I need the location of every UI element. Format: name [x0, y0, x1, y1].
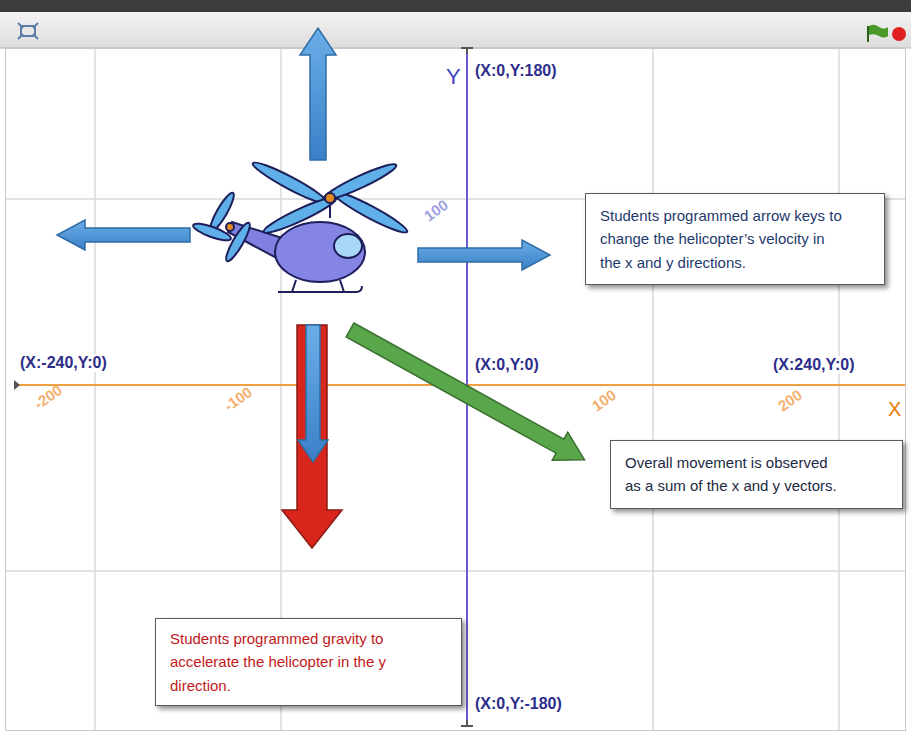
stop-button	[892, 27, 906, 41]
green-flag	[868, 25, 888, 42]
fullscreen-icon	[18, 23, 38, 39]
axis-tick	[14, 380, 20, 390]
callout-text: Students programmed arrow keys to change…	[600, 204, 848, 274]
stage-area	[6, 49, 906, 731]
top-bar	[0, 0, 911, 12]
callout-box: Overall movement is observed as a sum of…	[610, 440, 903, 509]
helicopter	[191, 158, 409, 292]
callout-text: Overall movement is observed as a sum of…	[625, 451, 842, 498]
callout-box: Students programmed gravity to accelerat…	[155, 618, 462, 706]
coordinate-label: (X:0,Y:0)	[473, 356, 541, 374]
axis-tick	[461, 720, 473, 726]
resultant-arrow	[342, 316, 592, 474]
coordinate-label: (X:0,Y:-180)	[473, 695, 564, 713]
callout-box: Students programmed arrow keys to change…	[585, 193, 885, 285]
coordinate-label: (X:-240,Y:0)	[18, 354, 109, 372]
callout-text: Students programmed gravity to accelerat…	[170, 627, 425, 697]
gravity-arrow	[282, 325, 342, 548]
axis-label: X	[886, 398, 903, 421]
grid-lines	[6, 49, 905, 730]
coordinate-label: (X:240,Y:0)	[771, 356, 857, 374]
coordinate-label: (X:0,Y:180)	[473, 62, 559, 80]
axis-tick	[461, 48, 473, 54]
stage-header	[0, 12, 911, 48]
axis-label: Y	[444, 64, 463, 89]
